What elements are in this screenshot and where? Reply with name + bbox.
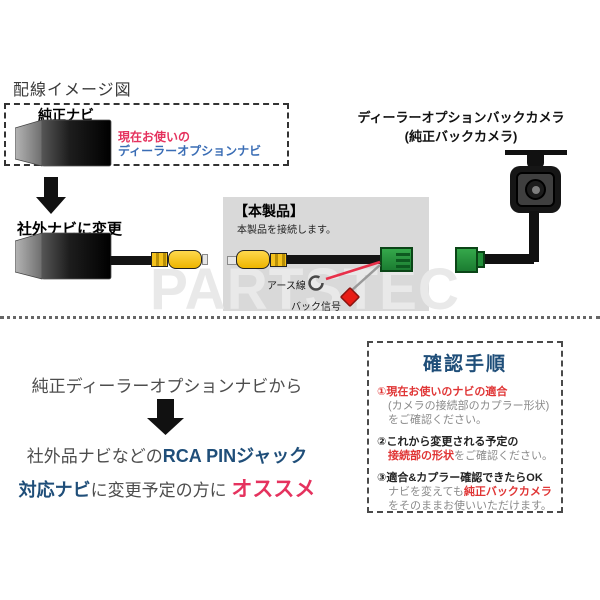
checklist-item-1-line3: をご確認ください。 [388,414,487,426]
back-signal-wire [350,264,381,292]
connector-slot [396,259,410,262]
checklist-item-3: ③適合&カプラー確認できたらOK ナビを変えても純正バックカメラ をそのままお使… [377,471,553,513]
rca-jack-strain-relief-icon [151,252,168,267]
connector-slot [396,265,410,268]
down-arrow-icon [36,177,66,214]
camera-lens-dot [531,185,540,194]
factory-nav-label: 純正ナビ [38,107,94,123]
factory-nav-unit-icon [15,119,112,167]
ground-wire-label: アース線 [267,281,306,292]
camera-mount-icon [527,154,544,168]
aftermarket-nav-unit-icon [15,232,112,280]
promo-line3-emphasis: オススメ [231,478,316,501]
nav-cable [110,256,154,265]
camera-heading-line2: (純正バックカメラ) [404,129,518,144]
promo-line2-highlight: RCA PINジャック [162,446,308,466]
camera-lens-icon [525,179,546,200]
camera-face [516,172,555,207]
camera-cable-horizontal [484,254,534,264]
checklist-item-1-head: ①現在お使いのナビの適合 [377,386,508,398]
checklist-item-2-tail: をご確認ください。 [454,450,553,462]
current-nav-note-line1: 現在お使いの [118,130,191,144]
back-signal-label: バック信号 [291,302,341,313]
rca-plug-strain-relief-icon [270,253,287,267]
ring-terminal-icon [308,275,324,291]
checklist-item-2-line2: 接続部の形状をご確認ください。 [377,449,553,463]
promo-line3-plain: に変更予定の方に [90,481,232,500]
camera-green-connector-icon [455,247,478,273]
camera-connector-tab [476,251,485,268]
section-divider [0,316,600,319]
sub-wires-illustration [308,260,381,307]
rca-jack-icon [168,250,202,269]
rca-plug-icon [236,250,270,269]
rca-jack-tip-icon [202,254,208,265]
factory-nav-panel [4,103,289,166]
promo-line2-plain: 社外品ナビなどの [26,447,163,466]
product-heading: 【本製品】 [234,203,304,219]
product-subheading: 本製品を接続します。 [237,225,336,236]
checklist-item-3-red: 純正バックカメラ [463,486,552,498]
backup-camera-icon [510,166,561,213]
camera-cable-vertical [529,211,539,262]
checklist-item-3-plain: ナビを変えても [388,486,464,498]
current-nav-note-line2: ディーラーオプションナビ [118,144,262,158]
ground-wire [325,260,381,281]
promo-line3: 対応ナビに変更予定の方に オススメ [0,473,334,503]
checklist-item-2-head: ②これから変更される予定の [377,436,519,448]
camera-bracket-icon [505,150,567,155]
checklist-panel: 確認手順 ①現在お使いのナビの適合 (カメラの接続部のカプラー形状) をご確認く… [367,341,563,513]
product-green-connector-icon [380,247,413,272]
promo-line3-highlight: 対応ナビ [18,480,91,500]
promo-line2: 社外品ナビなどのRCA PINジャック [0,442,334,468]
checklist-item-3-line3: をそのままお使いいただけます。 [388,500,552,512]
checklist-item-1-line2: (カメラの接続部のカプラー形状) [388,400,550,412]
spade-terminal-icon [340,287,360,307]
checklist-item-2-red: 接続部の形状 [388,450,454,462]
down-arrow-icon [147,399,184,435]
checklist-item-3-line2: ナビを変えても純正バックカメラ [377,485,553,499]
promo-line1: 純正ディーラーオプションナビから [31,377,303,396]
camera-heading-line1: ディーラーオプションバックカメラ [357,110,565,125]
checklist-item-3-head: ③適合&カプラー確認できたらOK [377,472,543,484]
product-cable [287,255,381,264]
checklist-item-1: ①現在お使いのナビの適合 (カメラの接続部のカプラー形状) をご確認ください。 [377,385,553,427]
page-title: 配線イメージ図 [13,82,132,99]
checklist-item-2: ②これから変更される予定の 接続部の形状をご確認ください。 [377,435,553,463]
connector-slot [396,253,410,256]
checklist-title: 確認手順 [422,354,507,375]
